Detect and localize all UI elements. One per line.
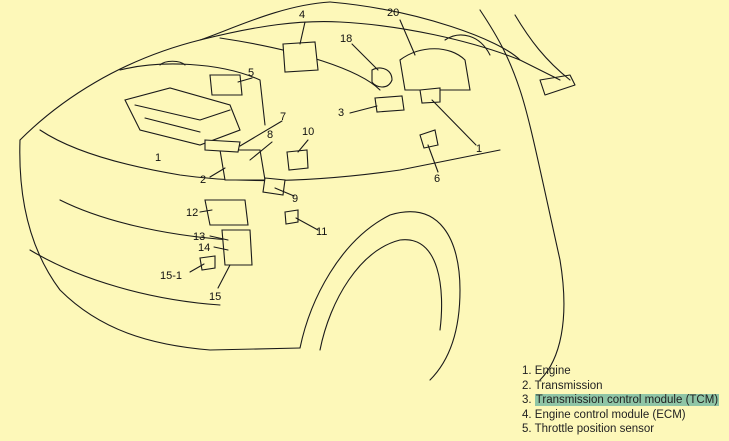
callout-7: 7: [280, 111, 286, 123]
legend-item: 4. Engine control module (ECM): [522, 408, 686, 421]
instrument-cluster-part: [399, 48, 471, 91]
callout-18: 18: [340, 33, 352, 45]
callout-15-1: 15-1: [160, 270, 182, 282]
engine-block: [124, 41, 471, 271]
callout-20: 20: [387, 7, 399, 19]
legend-item: 5. Throttle position sensor: [522, 423, 655, 436]
legend-label: Transmission: [534, 379, 603, 392]
throttle-position-sensor-part: [209, 74, 243, 96]
legend-item-highlighted: 3. Transmission control module (TCM): [522, 394, 720, 407]
callout-9: 9: [292, 193, 298, 205]
callout-5: 5: [248, 67, 254, 79]
callout-labels: 4 20 18 5 3 7 1 1 10 8 2 6 9 12 11 13 14…: [155, 7, 482, 303]
callout-8: 8: [267, 129, 273, 141]
callout-4: 4: [299, 9, 305, 21]
callout-12: 12: [186, 207, 198, 219]
legend-label: Throttle position sensor: [534, 423, 655, 436]
legend-label-highlighted: Transmission control module (TCM): [534, 394, 720, 407]
callout-2: 2: [200, 174, 206, 186]
callout-3: 3: [338, 107, 344, 119]
legend-item: 2. Transmission: [522, 379, 603, 392]
callout-11: 11: [316, 226, 327, 238]
tcm-part: [374, 95, 405, 113]
legend: 1. Engine 2. Transmission 3. Transmissio…: [522, 364, 720, 437]
car-body-outline: [19, 1, 576, 381]
legend-label: Engine: [534, 365, 571, 377]
leader-lines: [189, 19, 477, 289]
ecm-part: [282, 41, 319, 73]
callout-15: 15: [209, 291, 221, 303]
callout-14: 14: [198, 242, 210, 254]
legend-label: Engine control module (ECM): [534, 408, 686, 421]
callout-13: 13: [193, 231, 205, 243]
callout-10: 10: [302, 126, 314, 138]
callout-1: 1: [476, 143, 482, 155]
callout-1-engine: 1: [155, 152, 161, 164]
callout-6: 6: [434, 173, 440, 185]
legend-item: 1. Engine: [522, 365, 571, 377]
